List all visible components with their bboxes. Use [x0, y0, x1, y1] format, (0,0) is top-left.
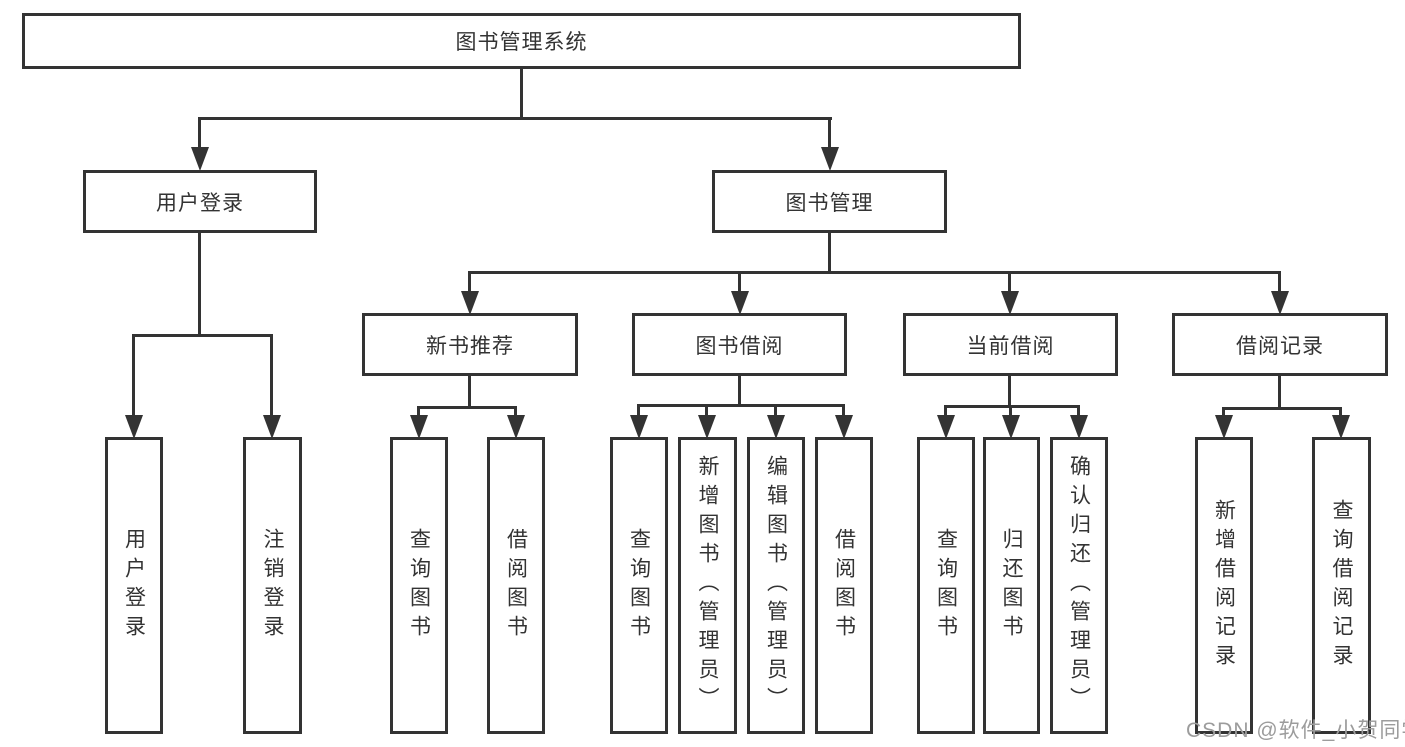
leaf-add-borrow-record-label: 新增借阅记录	[1212, 498, 1236, 673]
node-borrowing-records: 借阅记录	[1172, 313, 1388, 376]
leaf-borrow-book-recommend: 借阅图书	[487, 437, 545, 734]
arrow-bb-leaf1-icon	[630, 415, 648, 439]
arrow-to-logout-leaf-icon	[263, 415, 281, 439]
node-book-management-label: 图书管理	[785, 191, 874, 215]
connector-nb-leaf2-stem	[514, 406, 517, 418]
connector-user-login-rail	[132, 334, 273, 337]
node-book-borrowing: 图书借阅	[632, 313, 847, 376]
leaf-query-book-recommend: 查询图书	[390, 437, 448, 734]
connector-login-leaf-stem	[132, 334, 135, 418]
node-book-management: 图书管理	[712, 170, 947, 233]
leaf-query-book-current: 查询图书	[917, 437, 975, 734]
arrow-to-current-borrow-icon	[1001, 291, 1019, 315]
leaf-add-borrow-record: 新增借阅记录	[1195, 437, 1253, 734]
leaf-return-book-label: 归还图书	[1000, 527, 1023, 644]
node-book-borrowing-label: 图书借阅	[695, 334, 784, 358]
connector-user-login-stub	[198, 233, 201, 337]
arrow-to-borrow-record-icon	[1271, 291, 1289, 315]
node-library-system: 图书管理系统	[22, 13, 1021, 69]
connector-new-book-stem	[468, 271, 471, 294]
connector-book-mgmt-stub	[828, 233, 831, 274]
arrow-bb-leaf4-icon	[835, 415, 853, 439]
connector-bb-leaf4-stem	[842, 404, 845, 418]
leaf-edit-book-admin: 编辑图书（管理员）	[747, 437, 805, 734]
leaf-confirm-return-admin: 确认归还（管理员）	[1050, 437, 1108, 734]
connector-cb-leaf2-stem	[1009, 405, 1012, 418]
connector-root-stub	[520, 69, 523, 119]
leaf-user-login-label: 用户登录	[122, 527, 146, 644]
connector-bb-leaf1-stem	[637, 404, 640, 418]
connector-current-borrow-stem	[1008, 271, 1011, 294]
connector-book-mgmt-stem	[828, 117, 831, 150]
connector-nb-leaf1-stem	[417, 406, 420, 418]
leaf-borrow-book-recommend-label: 借阅图书	[504, 527, 528, 644]
connector-bb-leaf3-stem	[774, 404, 777, 418]
node-user-login: 用户登录	[83, 170, 317, 233]
connector-book-borrow-stem	[738, 271, 741, 294]
node-new-book-recommend: 新书推荐	[362, 313, 578, 376]
connector-new-book-stub	[468, 376, 471, 409]
connector-new-book-rail	[417, 406, 517, 409]
connector-borrow-record-rail	[1222, 407, 1342, 410]
leaf-add-book-admin: 新增图书（管理员）	[678, 437, 737, 734]
leaf-return-book: 归还图书	[983, 437, 1040, 734]
arrow-br-leaf2-icon	[1332, 415, 1350, 439]
arrow-cb-leaf3-icon	[1070, 415, 1088, 439]
leaf-logout: 注销登录	[243, 437, 302, 734]
arrow-to-new-book-icon	[461, 291, 479, 315]
node-user-login-label: 用户登录	[156, 191, 244, 215]
connector-user-login-stem	[198, 117, 201, 150]
leaf-query-book-borrowing: 查询图书	[610, 437, 668, 734]
arrow-nb-leaf2-icon	[507, 415, 525, 439]
leaf-query-book-current-label: 查询图书	[934, 527, 958, 644]
connector-bb-leaf2-stem	[705, 404, 708, 418]
arrow-cb-leaf1-icon	[937, 415, 955, 439]
leaf-user-login: 用户登录	[105, 437, 163, 734]
connector-cb-leaf1-stem	[944, 405, 947, 418]
arrow-to-book-mgmt-icon	[821, 147, 839, 171]
arrow-bb-leaf3-icon	[767, 415, 785, 439]
node-library-system-label: 图书管理系统	[455, 31, 588, 54]
connector-borrow-record-stem	[1278, 271, 1281, 294]
node-new-book-recommend-label: 新书推荐	[426, 334, 514, 358]
connector-br-leaf2-stem	[1339, 407, 1342, 418]
arrow-to-book-borrow-icon	[731, 291, 749, 315]
arrow-cb-leaf2-icon	[1002, 415, 1020, 439]
connector-level3-rail	[468, 271, 1281, 274]
leaf-query-book-recommend-label: 查询图书	[407, 527, 431, 644]
leaf-borrow-book-borrowing: 借阅图书	[815, 437, 873, 734]
arrow-nb-leaf1-icon	[410, 415, 428, 439]
leaf-query-borrow-record: 查询借阅记录	[1312, 437, 1371, 734]
leaf-add-book-admin-label: 新增图书（管理员）	[696, 455, 719, 716]
connector-borrow-record-stub	[1278, 376, 1281, 410]
node-borrowing-records-label: 借阅记录	[1236, 334, 1324, 358]
arrow-br-leaf1-icon	[1215, 415, 1233, 439]
leaf-confirm-return-admin-label: 确认归还（管理员）	[1067, 455, 1091, 716]
connector-book-borrow-rail	[637, 404, 845, 407]
connector-logout-leaf-stem	[270, 334, 273, 418]
node-current-borrowing-label: 当前借阅	[966, 334, 1055, 358]
leaf-logout-label: 注销登录	[261, 527, 284, 644]
connector-current-borrow-rail	[944, 405, 1080, 408]
connector-current-borrow-stub	[1008, 376, 1011, 408]
leaf-query-book-borrowing-label: 查询图书	[627, 527, 651, 644]
csdn-watermark: CSDN @软件_小贺同学	[1186, 719, 1405, 742]
arrow-bb-leaf2-icon	[698, 415, 716, 439]
leaf-edit-book-admin-label: 编辑图书（管理员）	[764, 455, 788, 716]
node-current-borrowing: 当前借阅	[903, 313, 1118, 376]
arrow-to-login-leaf-icon	[125, 415, 143, 439]
connector-book-borrow-stub	[738, 376, 741, 407]
leaf-query-borrow-record-label: 查询借阅记录	[1330, 498, 1353, 673]
connector-level2-rail	[198, 117, 832, 120]
arrow-to-user-login-icon	[191, 147, 209, 171]
connector-cb-leaf3-stem	[1077, 405, 1080, 418]
connector-br-leaf1-stem	[1222, 407, 1225, 418]
leaf-borrow-book-borrowing-label: 借阅图书	[832, 527, 856, 644]
